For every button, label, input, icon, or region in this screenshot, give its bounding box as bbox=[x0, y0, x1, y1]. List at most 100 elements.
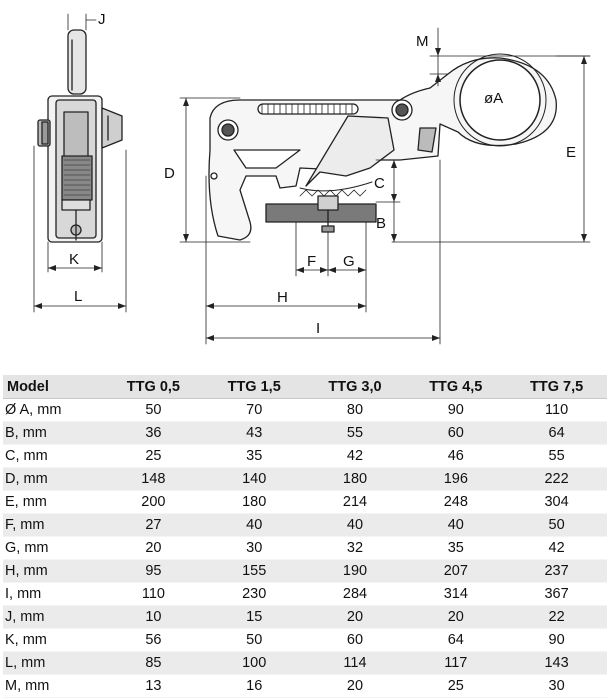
table-row: L, mm 85 100 114 117 143 bbox=[3, 651, 607, 675]
table-cell: 42 bbox=[548, 540, 565, 556]
dimension-lines bbox=[179, 27, 591, 345]
table-cell: 230 bbox=[242, 586, 267, 602]
row-label: I, mm bbox=[5, 586, 42, 602]
table-cell: 35 bbox=[447, 540, 464, 556]
table-cell: 20 bbox=[346, 678, 364, 694]
table-cell: 90 bbox=[548, 632, 565, 648]
table-cell: 200 bbox=[141, 494, 166, 510]
table-cell: 50 bbox=[246, 632, 263, 648]
table-cell: 207 bbox=[443, 563, 468, 579]
table-cell: 314 bbox=[443, 586, 468, 602]
dim-label-g: G bbox=[343, 253, 355, 270]
row-label: M, mm bbox=[5, 678, 50, 694]
table-header-row: Model TTG 0,5 TTG 1,5 TTG 3,0 TTG 4,5 TT… bbox=[3, 375, 607, 399]
header-model: Model bbox=[3, 375, 103, 399]
table-cell: 85 bbox=[145, 655, 162, 671]
dim-label-j: J bbox=[98, 11, 106, 28]
dimension-arrows bbox=[34, 48, 587, 341]
table-cell: 20 bbox=[346, 609, 364, 625]
row-label: L, mm bbox=[5, 655, 46, 671]
dim-label-m: M bbox=[416, 33, 429, 50]
row-label: G, mm bbox=[5, 540, 49, 556]
table-cell: 304 bbox=[544, 494, 569, 510]
table-cell: 117 bbox=[444, 655, 468, 671]
table-cell: 55 bbox=[346, 425, 364, 441]
table-cell: 10 bbox=[145, 609, 162, 625]
table-cell: 30 bbox=[548, 678, 565, 694]
table-cell: 43 bbox=[246, 425, 263, 441]
table-cell: 20 bbox=[447, 609, 464, 625]
table-cell: 46 bbox=[447, 448, 464, 464]
dim-label-h: H bbox=[277, 289, 288, 306]
table-cell: 60 bbox=[447, 425, 464, 441]
table-cell: 196 bbox=[443, 471, 468, 487]
table-cell: 64 bbox=[548, 425, 565, 441]
header-ttg-0-5: TTG 0,5 bbox=[103, 375, 204, 399]
clamp-technical-drawing: J K L M øA E D C B F G H I bbox=[33, 11, 591, 345]
header-ttg-4-5: TTG 4,5 bbox=[405, 375, 507, 399]
dim-label-f: F bbox=[307, 253, 316, 270]
row-label: Ø A, mm bbox=[5, 402, 62, 418]
dim-label-d: D bbox=[164, 165, 175, 182]
table-cell: 22 bbox=[548, 609, 565, 625]
table-row: J, mm 10 15 20 20 22 bbox=[3, 605, 607, 629]
dim-label-i: I bbox=[316, 320, 320, 337]
table-cell: 40 bbox=[447, 517, 464, 533]
table-cell: 214 bbox=[342, 494, 368, 510]
table-cell: 42 bbox=[346, 448, 364, 464]
dim-label-c: C bbox=[374, 175, 385, 192]
table-row: B, mm 36 43 55 60 64 bbox=[3, 421, 607, 445]
table-cell: 60 bbox=[346, 632, 364, 648]
table-cell: 36 bbox=[145, 425, 162, 441]
table-cell: 114 bbox=[343, 655, 367, 671]
table-cell: 40 bbox=[246, 517, 263, 533]
table-cell: 367 bbox=[544, 586, 569, 602]
table-cell: 40 bbox=[346, 517, 364, 533]
row-label: J, mm bbox=[5, 609, 45, 625]
table-cell: 16 bbox=[246, 678, 263, 694]
table-cell: 90 bbox=[447, 402, 464, 418]
table-cell: 20 bbox=[145, 540, 162, 556]
table-cell: 248 bbox=[443, 494, 468, 510]
table-cell: 15 bbox=[246, 609, 263, 625]
table-cell: 27 bbox=[145, 517, 162, 533]
table-cell: 55 bbox=[548, 448, 565, 464]
dim-label-b: B bbox=[376, 215, 386, 232]
table-cell: 140 bbox=[242, 471, 267, 487]
side-view bbox=[33, 13, 127, 313]
table-cell: 35 bbox=[246, 448, 263, 464]
table-cell: 32 bbox=[346, 540, 364, 556]
dim-label-e: E bbox=[566, 144, 576, 161]
table-cell: 237 bbox=[544, 563, 569, 579]
table-cell: 95 bbox=[145, 563, 162, 579]
table-row: C, mm 25 35 42 46 55 bbox=[3, 445, 607, 468]
row-label: B, mm bbox=[5, 425, 47, 441]
table-cell: 25 bbox=[145, 448, 162, 464]
table-cell: 180 bbox=[342, 471, 368, 487]
row-label: K, mm bbox=[5, 632, 47, 648]
dim-label-l: L bbox=[74, 288, 82, 305]
table-cell: 284 bbox=[342, 586, 368, 602]
row-label: E, mm bbox=[5, 494, 47, 510]
table-cell: 190 bbox=[342, 563, 368, 579]
table-cell: 25 bbox=[447, 678, 464, 694]
dim-label-a: øA bbox=[484, 90, 503, 107]
header-ttg-1-5: TTG 1,5 bbox=[203, 375, 305, 399]
table-cell: 143 bbox=[544, 655, 569, 671]
table-cell: 100 bbox=[242, 655, 267, 671]
front-view bbox=[208, 53, 557, 241]
table-cell: 64 bbox=[447, 632, 464, 648]
row-label: D, mm bbox=[5, 471, 48, 487]
row-label: C, mm bbox=[5, 448, 48, 464]
table-cell: 80 bbox=[346, 402, 364, 418]
table-cell: 148 bbox=[141, 471, 166, 487]
